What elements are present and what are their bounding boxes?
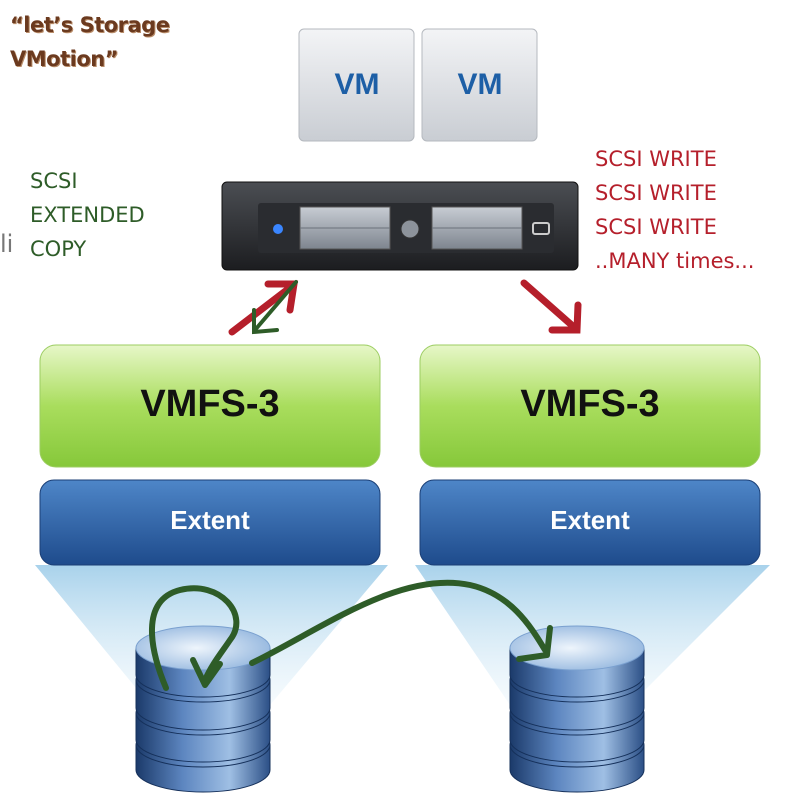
loop-arrow-icon [149,585,240,691]
usb-port-icon [532,222,550,235]
disk-left-icon [135,625,271,793]
scsi-write-line-4: ..MANY times... [595,249,755,273]
clipped-text: li [0,230,14,258]
caption-text: “let’s Storage VMotion” [10,8,170,76]
scsi-extended-copy-label: SCSI EXTENDED COPY [30,164,145,266]
vm-label-2: VM [457,68,503,101]
vm-box-1 [298,28,415,142]
scsi-write-line-3: SCSI WRITE [595,215,717,239]
red-arrow-down-right [520,279,582,334]
caption-line-2: VMotion” [10,47,119,71]
server-button-icon [400,219,420,239]
disk-right-icon [509,625,645,793]
scsi-write-line-2: SCSI WRITE [595,181,717,205]
red-arrow-up-left [228,280,299,336]
scsi-write-line-1: SCSI WRITE [595,147,717,171]
extent-box-right [419,479,761,566]
vm-label-1: VM [334,68,380,101]
extent-label-left: Extent [170,505,250,535]
scsi-label-line-1: SCSI [30,169,78,193]
vm-box-2 [421,28,538,142]
caption-line-1: “let’s Storage [10,13,170,37]
scsi-label-line-3: COPY [30,237,87,261]
extent-box-left [39,479,381,566]
scsi-write-label: SCSI WRITE SCSI WRITE SCSI WRITE ..MANY … [595,142,754,278]
scsi-label-line-2: EXTENDED [30,203,145,227]
extent-label-right: Extent [550,505,630,535]
green-arrow-down-left [252,280,298,335]
server-host [221,181,579,271]
vmfs-box-right [419,344,761,468]
vmfs-label-right: VMFS-3 [520,383,660,425]
vmfs-label-left: VMFS-3 [140,383,280,425]
vmfs-box-left [39,344,381,468]
copy-arrow-icon [249,579,553,666]
power-led-icon [273,224,283,234]
